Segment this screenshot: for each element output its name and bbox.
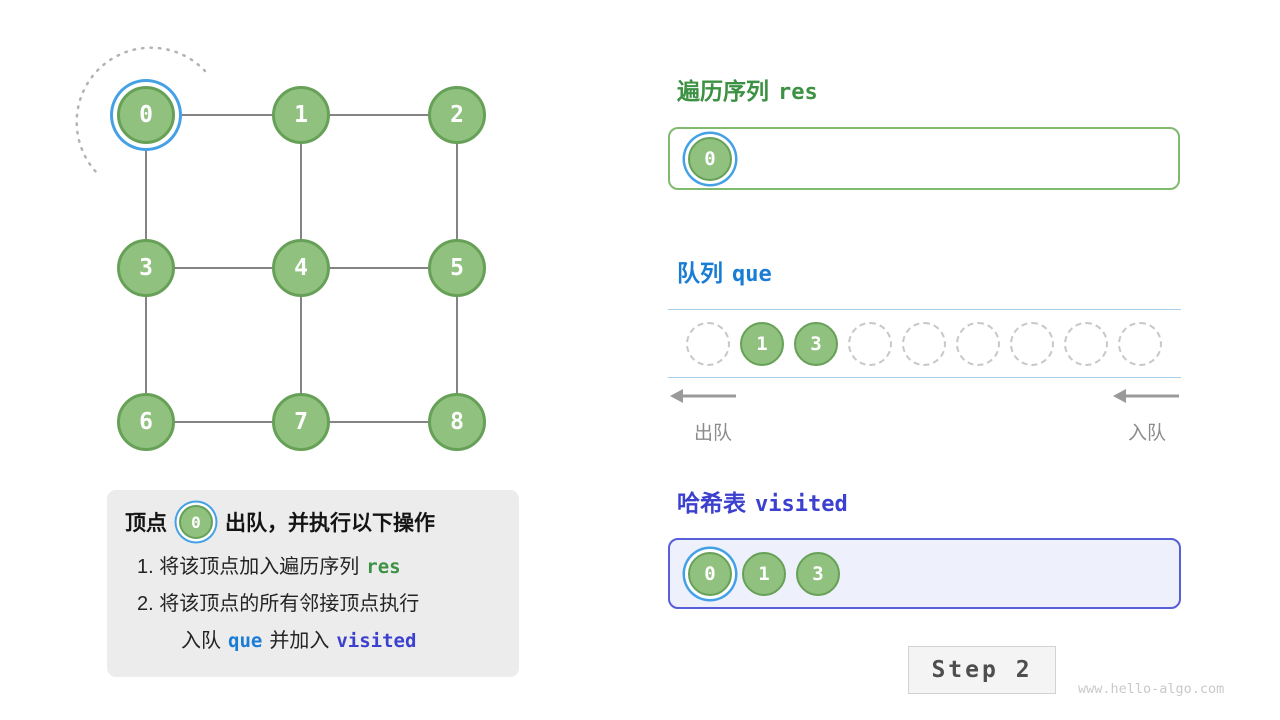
- queue-slot-7: [1064, 321, 1108, 366]
- graph-node-5: 5: [428, 239, 486, 297]
- res-item-0: 0: [688, 136, 732, 181]
- visited-title-code: visited: [755, 492, 848, 517]
- enqueue-arrow-icon: [1113, 389, 1179, 403]
- info-title-prefix: 顶点: [125, 512, 167, 535]
- visited-section-title: 哈希表 visited: [677, 484, 848, 518]
- que-code-word: que: [228, 630, 263, 652]
- watermark: www.hello-algo.com: [1078, 681, 1225, 697]
- dequeue-arrow-icon: [670, 389, 736, 403]
- graph-node-2: 2: [428, 86, 486, 144]
- graph-node-8: 8: [428, 393, 486, 451]
- visited-hash-box: 0 1 3: [668, 538, 1181, 609]
- info-title-suffix: 出队，并执行以下操作: [225, 512, 435, 535]
- info-step-1: 1. 将该顶点加入遍历序列 res: [137, 554, 519, 580]
- info-step-2: 2. 将该顶点的所有邻接顶点执行: [137, 591, 519, 617]
- visited-item-2: 3: [796, 551, 840, 596]
- graph-node-7: 7: [272, 393, 330, 451]
- queue-title-code: que: [732, 262, 772, 287]
- res-title-code: res: [778, 80, 818, 105]
- info-step-2b-pre: 入队: [181, 630, 221, 652]
- graph-node-4: 4: [272, 239, 330, 297]
- graph-node-3: 3: [117, 239, 175, 297]
- operation-info-box: 顶点 0 出队，并执行以下操作 1. 将该顶点加入遍历序列 res 2. 将该顶点…: [107, 490, 519, 677]
- visited-item-0: 0: [688, 551, 732, 596]
- dequeue-label: 出队: [694, 423, 733, 444]
- queue-slot-5: [956, 321, 1000, 366]
- res-code-word: res: [366, 556, 401, 578]
- res-sequence-box: 0: [668, 127, 1180, 190]
- info-step-2-text: 2. 将该顶点的所有邻接顶点执行: [137, 593, 420, 615]
- queue-slot-8: [1118, 321, 1162, 366]
- res-title-text: 遍历序列: [677, 78, 769, 104]
- info-title-node-badge: 0: [179, 505, 213, 539]
- visited-title-text: 哈希表: [677, 490, 746, 516]
- frontier-dotted-arc: [75, 46, 207, 175]
- queue-slot-1: 1: [740, 321, 784, 366]
- visited-item-1: 1: [742, 551, 786, 596]
- queue-slot-2: 3: [794, 321, 838, 366]
- info-title: 顶点 0 出队，并执行以下操作: [125, 505, 519, 539]
- info-step-2b-mid: 并加入: [269, 630, 330, 652]
- queue-slot-3: [848, 321, 892, 366]
- queue-title-text: 队列: [677, 260, 723, 286]
- visited-code-word: visited: [336, 630, 417, 652]
- info-step-2-continued: 入队 que 并加入 visited: [137, 628, 519, 654]
- queue-strip: 1 3: [668, 309, 1181, 378]
- res-section-title: 遍历序列 res: [677, 72, 818, 106]
- info-steps: 1. 将该顶点加入遍历序列 res 2. 将该顶点的所有邻接顶点执行 入队 que 并…: [125, 554, 519, 654]
- queue-section-title: 队列 que: [677, 254, 772, 288]
- info-step-1-text: 1. 将该顶点加入遍历序列: [137, 556, 360, 578]
- queue-slot-6: [1010, 321, 1054, 366]
- queue-slot-0: [686, 321, 730, 366]
- graph-node-1: 1: [272, 86, 330, 144]
- graph-node-0: 0: [117, 86, 175, 144]
- queue-slot-4: [902, 321, 946, 366]
- graph-node-6: 6: [117, 393, 175, 451]
- enqueue-label: 入队: [1128, 423, 1167, 444]
- step-indicator: Step 2: [908, 646, 1056, 694]
